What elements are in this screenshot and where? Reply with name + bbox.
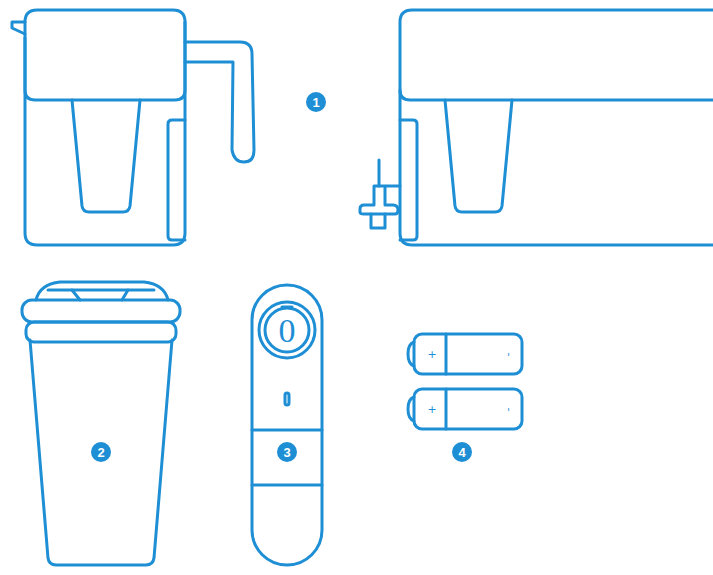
- battery-terminal: -: [504, 407, 515, 411]
- callout-number: 2: [91, 442, 111, 462]
- battery-terminal: -: [504, 352, 515, 356]
- battery-terminal: +: [428, 404, 437, 415]
- counter-display: 0: [279, 314, 296, 348]
- callout-number: 3: [277, 442, 297, 462]
- battery-terminal: +: [428, 349, 437, 360]
- filter-cartridge: [22, 282, 180, 565]
- batteries: [408, 334, 522, 429]
- callout-number: 1: [306, 92, 326, 112]
- dispenser: [360, 10, 713, 245]
- filter-indicator: [252, 285, 322, 565]
- callout-number: 4: [452, 442, 472, 462]
- pitcher: [12, 10, 254, 245]
